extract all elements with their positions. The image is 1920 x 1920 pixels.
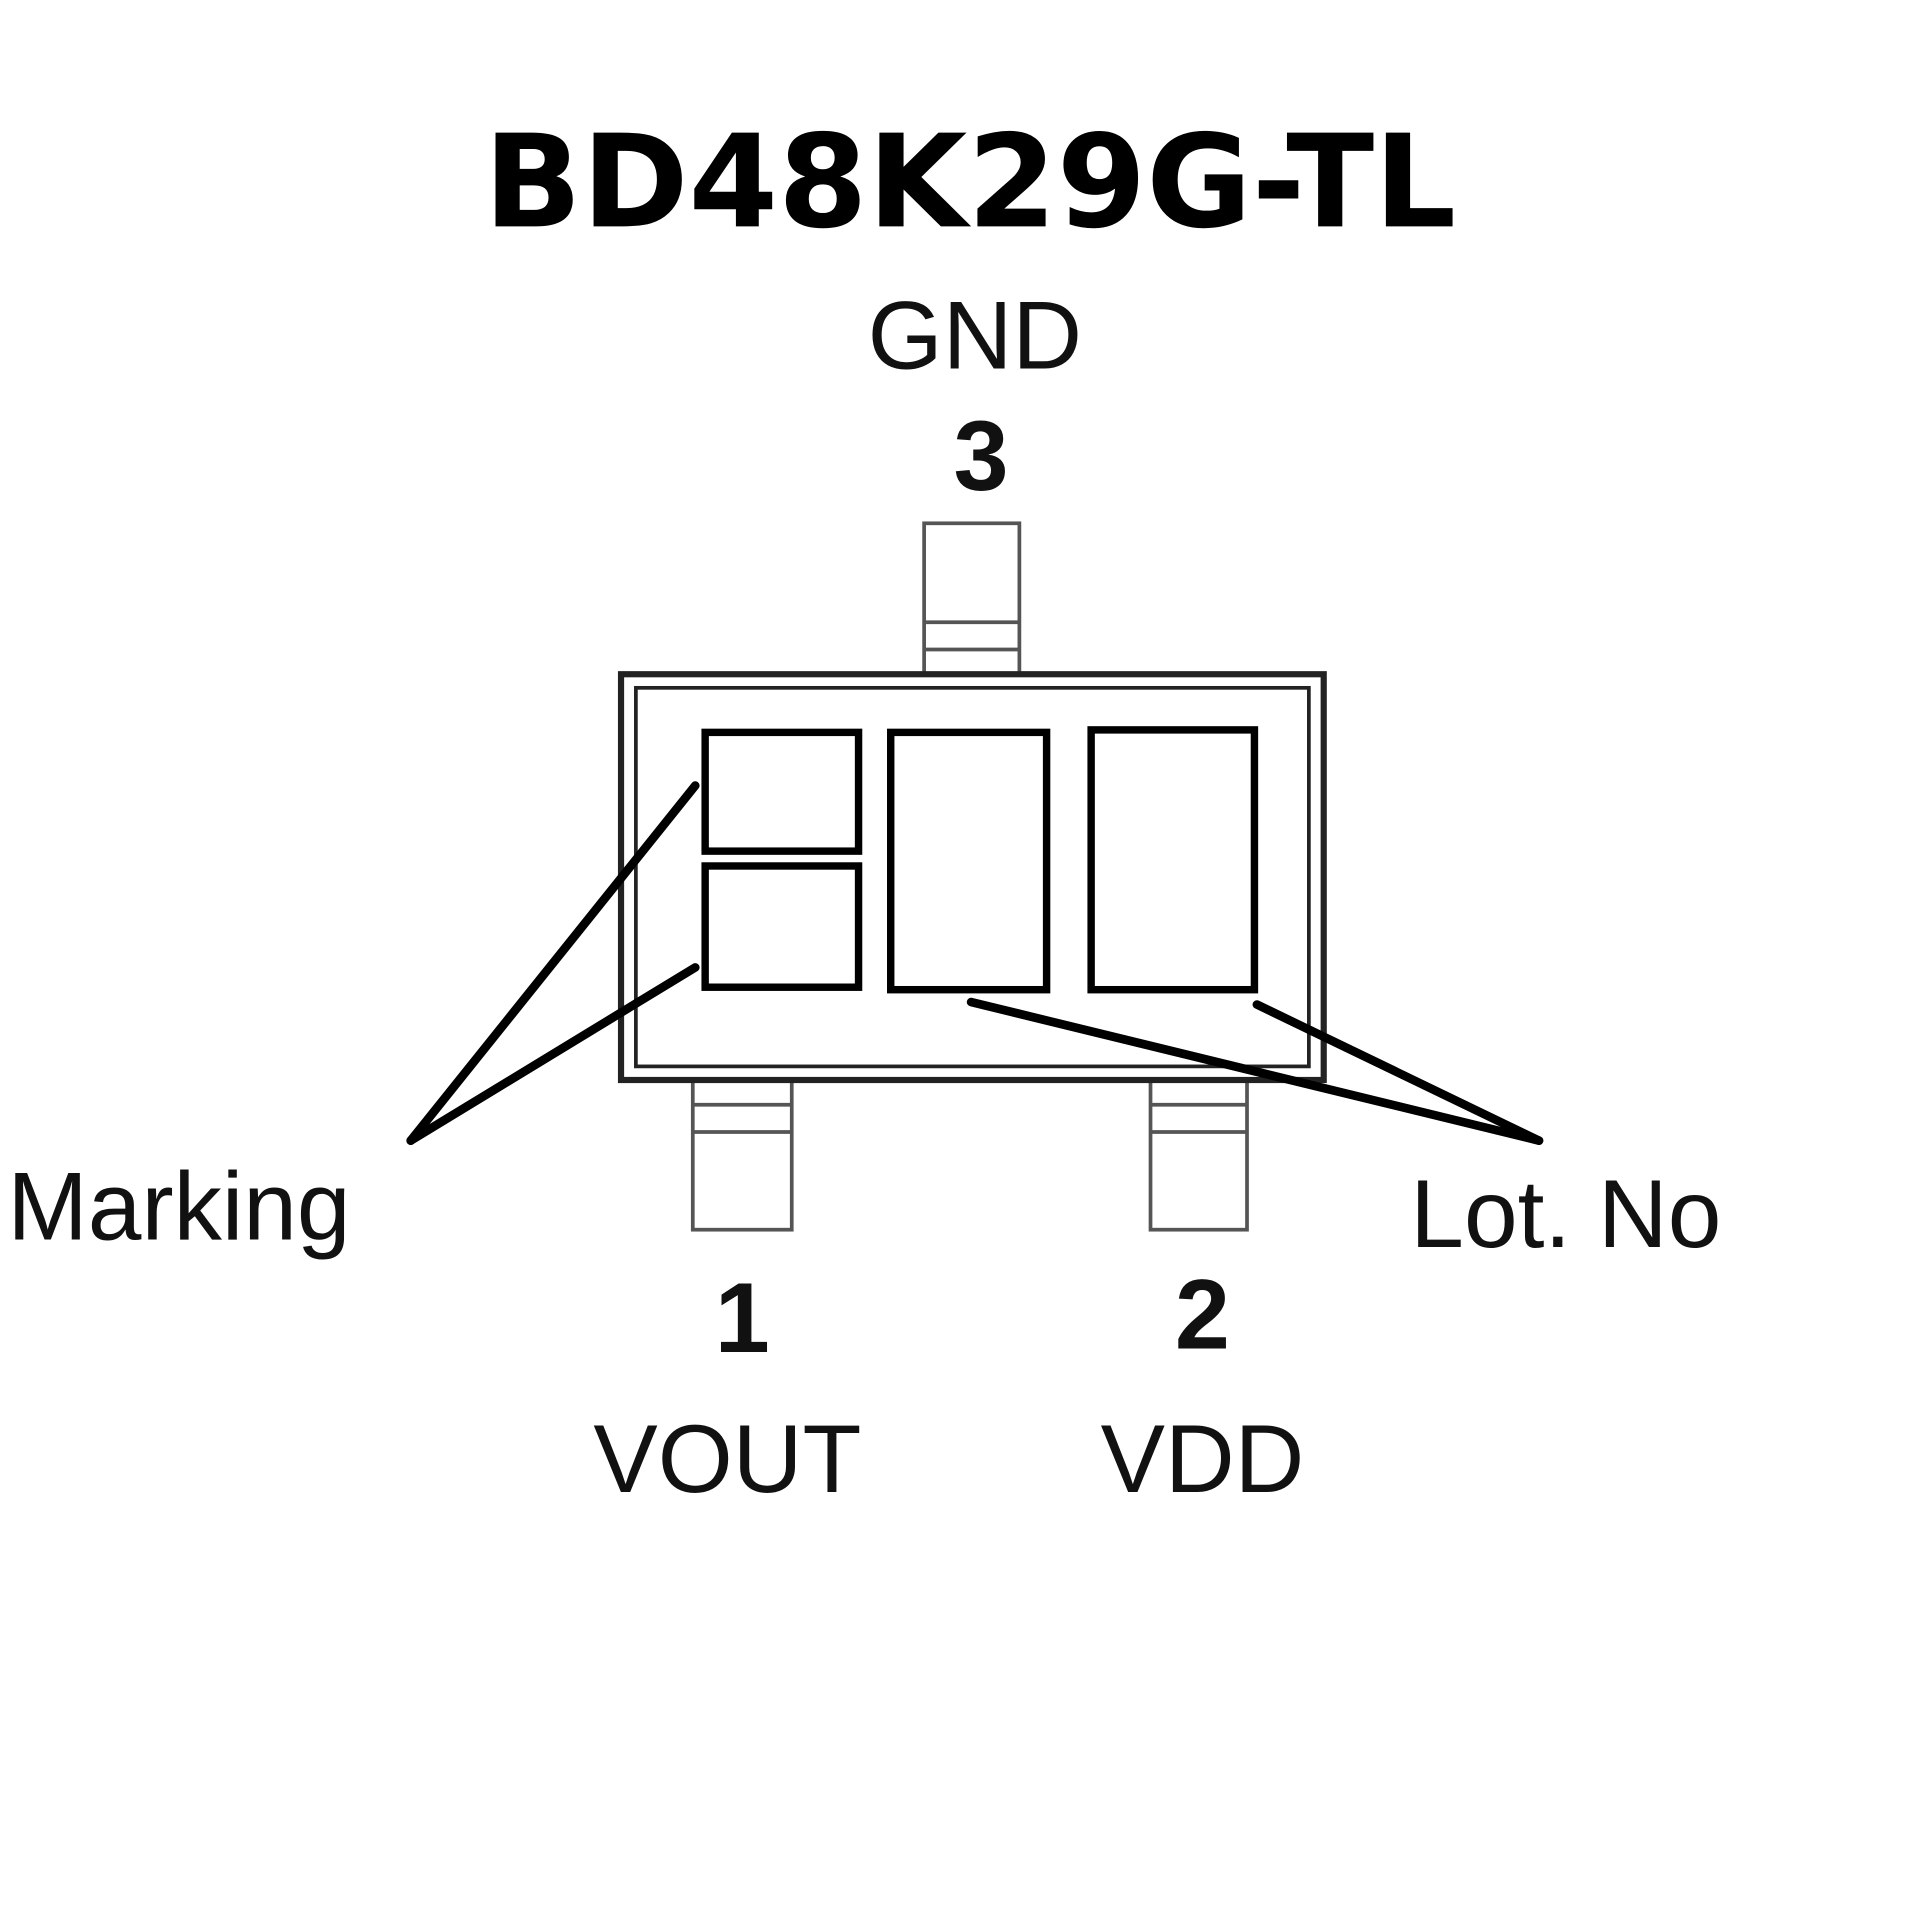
marking-box-top (701, 728, 863, 855)
marking-box-bottom (701, 862, 863, 991)
pin3-name: GND (868, 283, 1082, 390)
pin3-lead (922, 521, 1022, 677)
package-body (617, 671, 1327, 1084)
pin2-lead (1148, 1074, 1249, 1232)
pin2-number: 2 (1175, 1258, 1230, 1369)
pin3-number: 3 (954, 400, 1009, 511)
pin1-lead (690, 1074, 794, 1232)
part-number-title: BD48K29G-TL (484, 108, 1456, 257)
lot-box-1 (887, 728, 1051, 994)
callout-lines (406, 781, 1544, 1145)
marking-label: Marking (7, 1154, 350, 1261)
pin1-name: VOUT (593, 1406, 861, 1513)
lot-box-2 (1087, 726, 1259, 994)
lot-no-label: Lot. No (1410, 1161, 1721, 1268)
pin1-number: 1 (715, 1262, 770, 1373)
marking-boxes (701, 726, 1259, 994)
pin2-name: VDD (1101, 1406, 1305, 1513)
